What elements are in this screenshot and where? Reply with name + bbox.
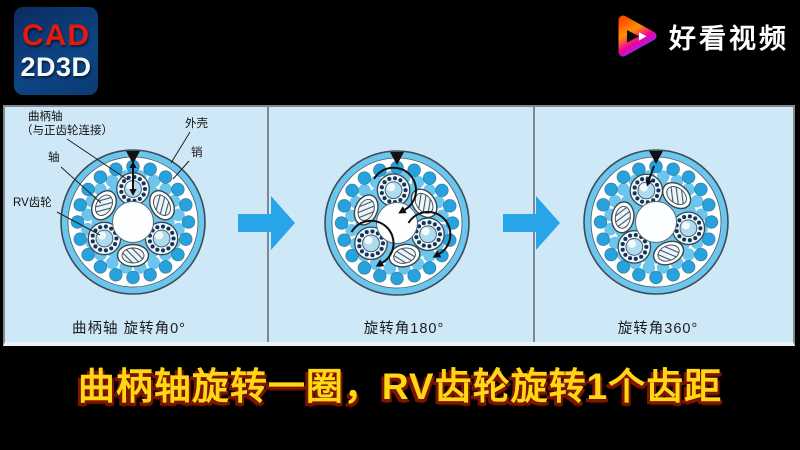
label-leader-line <box>56 211 101 236</box>
diagram-label: 曲柄轴 <box>28 109 63 123</box>
gear-panel-180deg: 旋转角180° <box>324 150 470 337</box>
subtitle-text: 曲柄轴旋转一圈，RV齿轮旋转1个齿距 <box>77 366 723 407</box>
marker-triangle <box>649 151 663 164</box>
center-hole <box>376 202 418 244</box>
center-hole <box>635 201 677 243</box>
play-triangle-icon <box>618 15 657 57</box>
arrowhead <box>129 189 137 196</box>
rotation-arrow <box>407 210 452 258</box>
crank-bearing <box>144 221 179 256</box>
arrowhead <box>432 250 442 258</box>
gear-hole-hatched <box>149 190 175 221</box>
gear-panel-360deg: 旋转角360° <box>583 149 729 337</box>
diagram-area: 曲柄轴 旋转角0° 旋转角180° 旋转角360° 曲柄轴（与正齿轮连接） 外壳销 轴 RV… <box>3 105 795 346</box>
rotation-arrow <box>645 165 655 187</box>
haokan-logo-label: 好看视频 <box>669 23 789 54</box>
arrowhead <box>645 178 653 187</box>
crank-bearing <box>671 211 706 246</box>
crank-bearing <box>411 217 445 252</box>
gear-hole-hatched <box>652 240 685 266</box>
cad-logo-line2: 2D3D <box>20 52 92 82</box>
gear-hole-hatched <box>661 182 692 210</box>
panel-caption: 旋转角360° <box>618 320 699 337</box>
crank-bearing <box>354 226 388 261</box>
label-leader-line <box>66 138 129 181</box>
pin-ring <box>70 159 196 285</box>
label-leader-line <box>170 131 191 164</box>
arrowhead <box>129 161 137 168</box>
cad-logo-line1: CAD <box>22 19 90 52</box>
diagram-label: RV齿轮 <box>13 195 52 209</box>
diagram-label: 外壳 <box>185 116 208 130</box>
haokan-logo: 好看视频 <box>610 11 789 61</box>
crank-bearing <box>116 172 150 206</box>
crank-bearing <box>617 230 652 264</box>
label-leader-line <box>60 166 102 204</box>
gear-hole-hatched <box>91 190 117 221</box>
label-leader-line <box>172 160 190 180</box>
panel-caption: 旋转角180° <box>364 320 445 337</box>
diagram-label: （与正齿轮连接） <box>21 123 113 137</box>
cad-logo: CAD 2D3D <box>14 7 98 95</box>
flow-arrow <box>503 196 560 250</box>
center-hole <box>112 201 154 243</box>
marker-triangle <box>126 151 140 164</box>
gear-hole-hatched <box>611 201 635 234</box>
gear-panel-0deg: 曲柄轴 旋转角0° <box>60 149 206 337</box>
gear-hole-hatched <box>388 243 421 268</box>
flow-arrow <box>238 196 295 250</box>
gear-hole-hatched <box>116 243 150 268</box>
crank-bearing <box>629 173 664 208</box>
marker-triangle <box>390 152 404 165</box>
crank-motion-double-arrow <box>129 161 137 196</box>
rotation-arrow <box>350 219 395 267</box>
diagram-label: 轴 <box>48 150 60 164</box>
rv-gear-diagram: 曲柄轴 旋转角0° 旋转角180° 旋转角360° 曲柄轴（与正齿轮连接） 外壳销 轴 RV… <box>13 107 729 342</box>
arrowhead <box>398 206 407 214</box>
crank-bearing <box>376 173 411 208</box>
arrowhead <box>375 259 385 267</box>
panel-caption: 曲柄轴 旋转角0° <box>72 320 186 337</box>
pin-ring <box>593 159 719 285</box>
rotation-arrow <box>373 166 418 214</box>
diagram-label: 销 <box>191 145 203 159</box>
